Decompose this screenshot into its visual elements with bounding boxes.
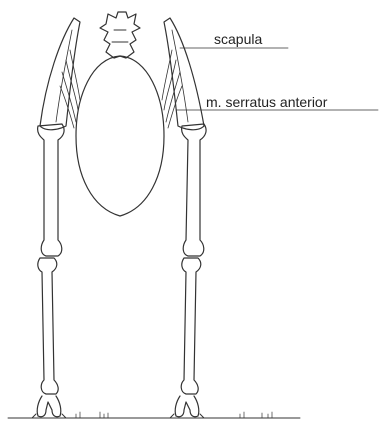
right-humerus bbox=[182, 124, 206, 256]
ground-grass bbox=[76, 412, 272, 418]
right-scapula-ridge bbox=[172, 30, 188, 122]
left-forearm bbox=[38, 258, 58, 394]
thorax bbox=[76, 56, 164, 216]
right-scapula bbox=[164, 18, 204, 130]
left-humerus bbox=[38, 124, 64, 256]
serratus-anterior-label: m. serratus anterior bbox=[206, 94, 327, 110]
right-foot bbox=[175, 396, 199, 417]
right-forearm bbox=[181, 258, 201, 394]
scapula-label: scapula bbox=[214, 31, 262, 47]
right-serratus-muscle bbox=[162, 50, 182, 128]
vertebra bbox=[100, 12, 140, 58]
left-foot bbox=[37, 396, 61, 417]
vertebra-detail bbox=[112, 30, 128, 42]
